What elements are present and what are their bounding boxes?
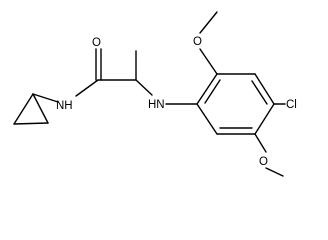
substituents (199, 11, 286, 177)
bond (75, 79, 99, 97)
bond (251, 80, 268, 105)
bond (204, 79, 221, 104)
bond (265, 167, 284, 177)
molecule-diagram: O NH HN O Cl O (13, 11, 297, 177)
bond (13, 93, 34, 125)
bond (135, 79, 153, 96)
cyclopropyl-ring (13, 93, 49, 125)
amine-nitrogen-label: HN (148, 99, 165, 111)
benzene-ring (196, 73, 275, 135)
amide-group (32, 48, 137, 103)
structure-canvas: O NH HN O Cl O (13, 11, 297, 177)
chlorine-label: Cl (286, 99, 297, 111)
alpha-carbon (135, 50, 198, 105)
bond (254, 103, 275, 135)
bond (254, 73, 275, 105)
bond (13, 122, 49, 125)
bond (32, 93, 49, 124)
carbonyl-oxygen-label: O (92, 37, 101, 49)
methoxy-bottom-oxygen-label: O (259, 156, 268, 168)
bond (199, 11, 218, 34)
methoxy-top-oxygen-label: O (193, 36, 202, 48)
bond (254, 133, 267, 153)
bond (196, 73, 218, 105)
bond (196, 103, 218, 135)
bond (32, 93, 59, 103)
bond (199, 48, 218, 75)
amide-nitrogen-label: NH (56, 100, 73, 112)
